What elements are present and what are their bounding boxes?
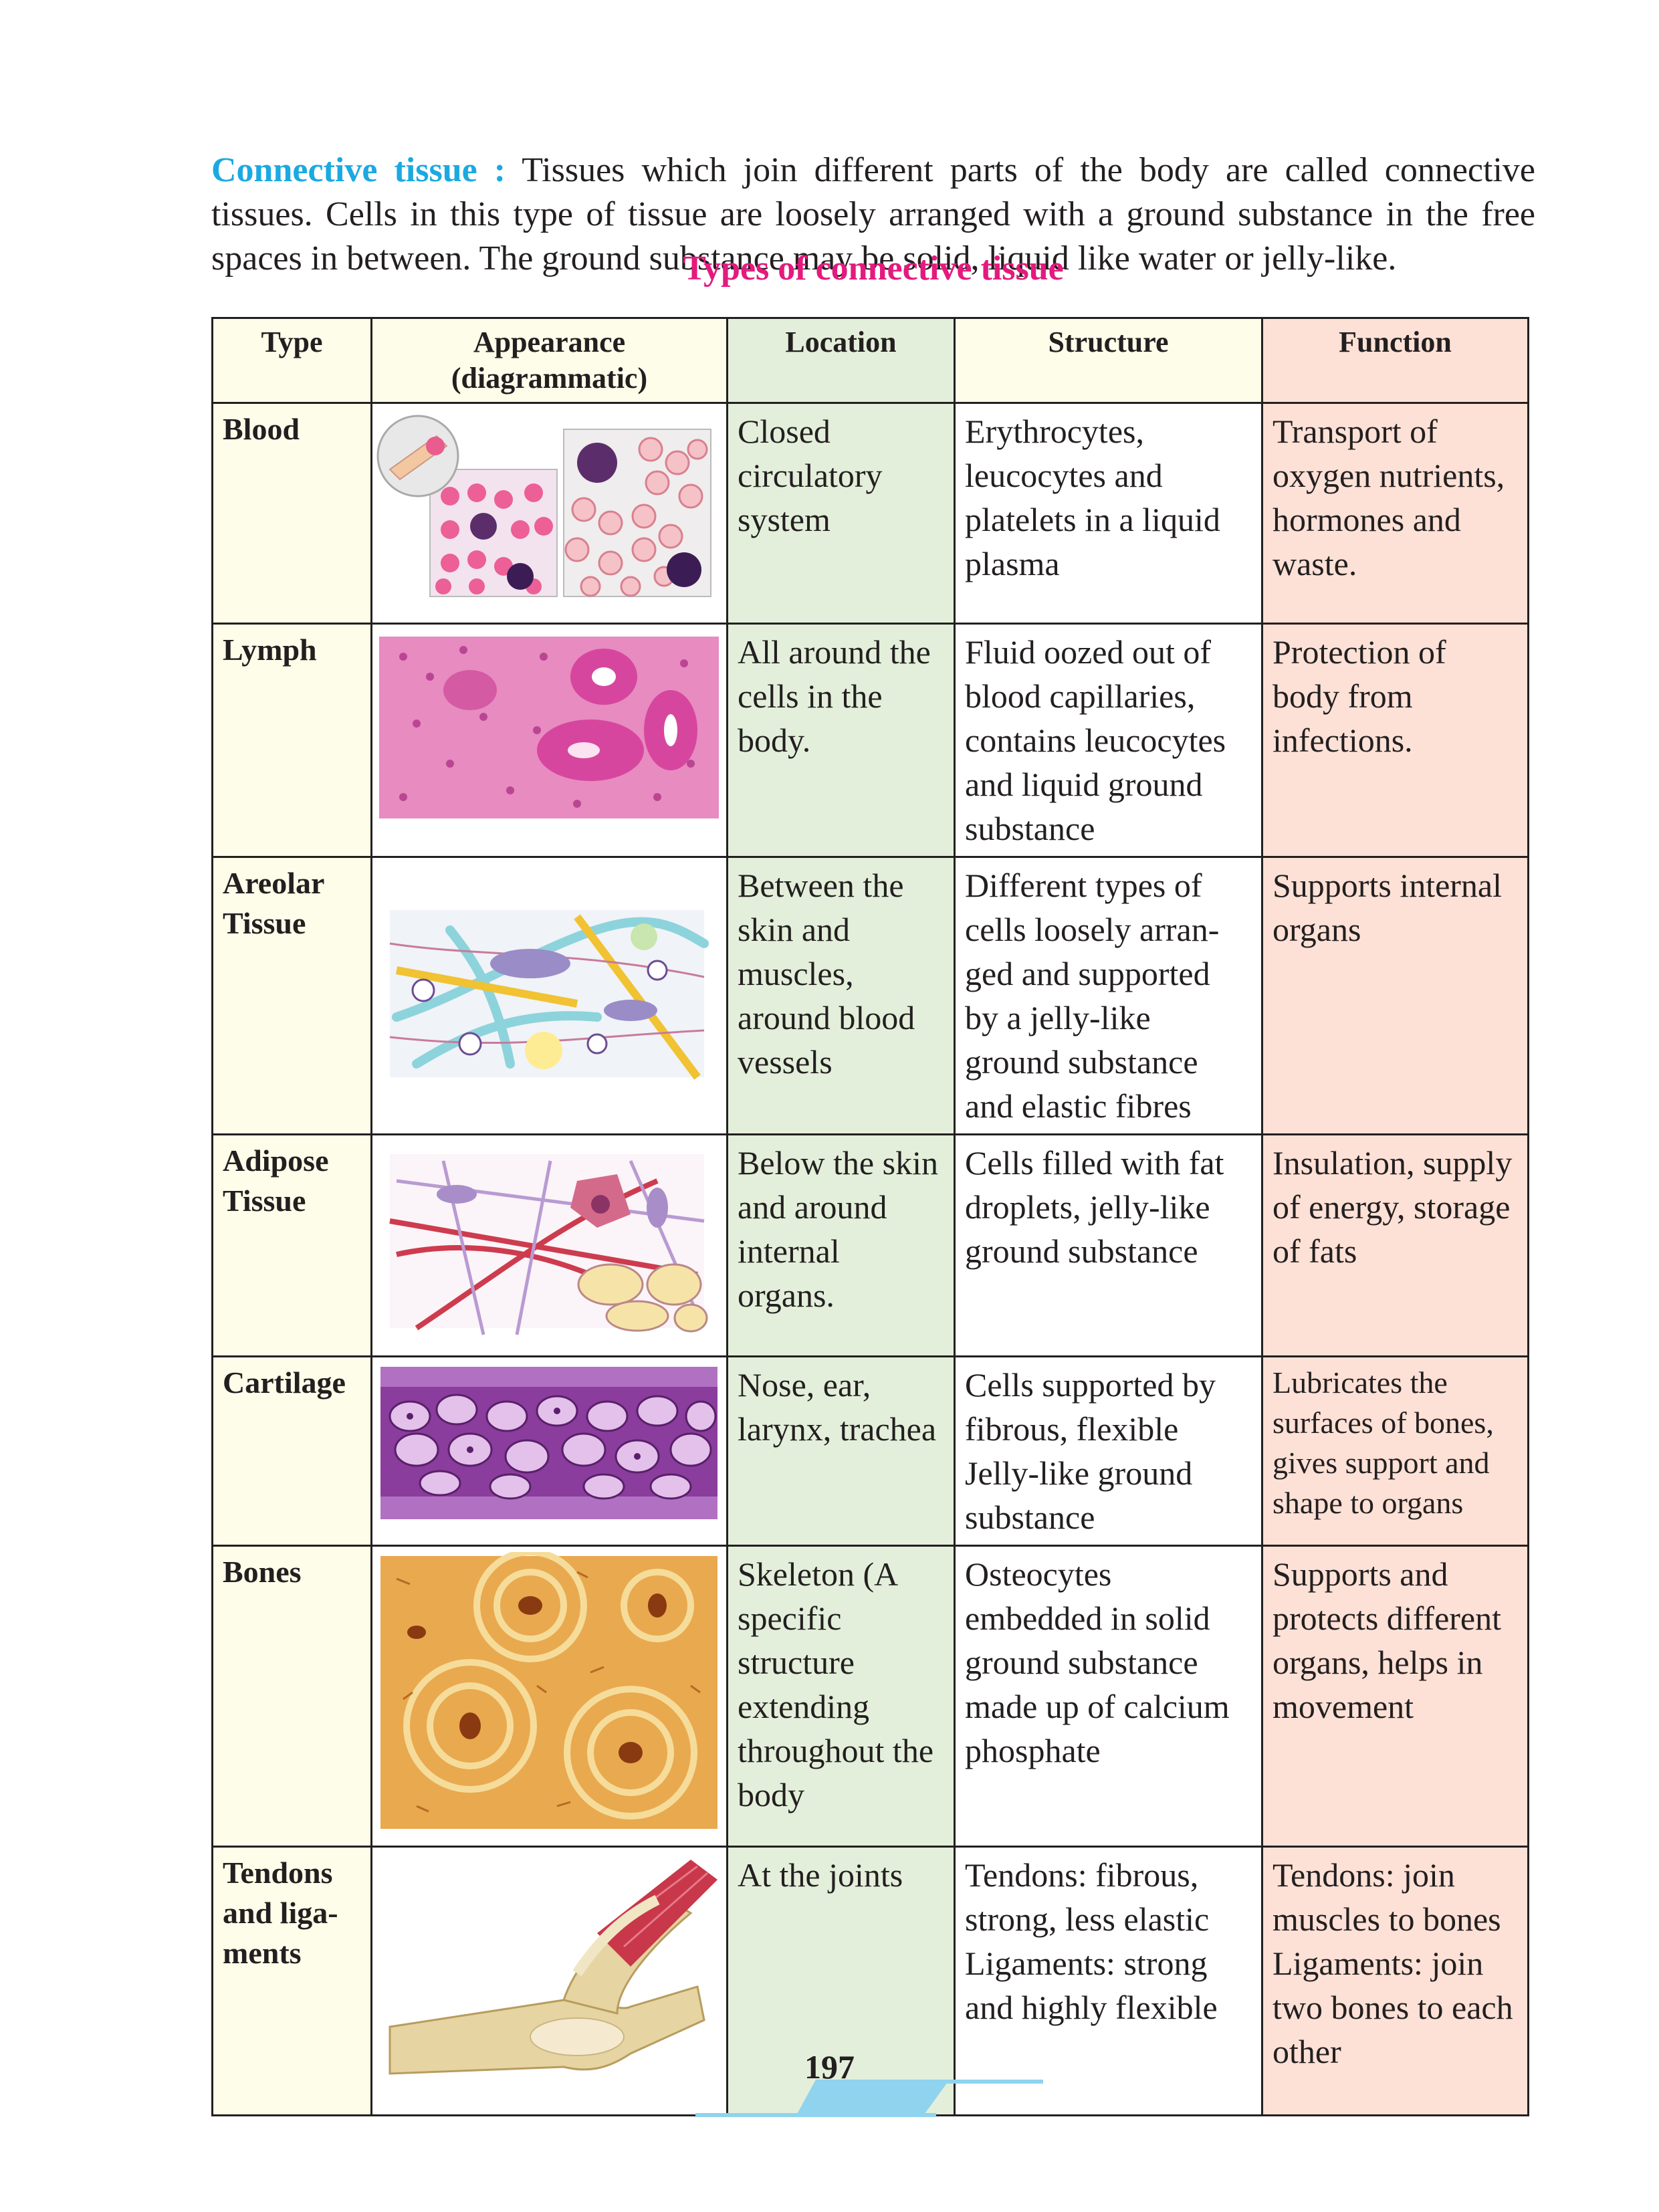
function-cell: Supports internal organs xyxy=(1261,856,1529,1135)
cartilage-illustration xyxy=(370,1355,728,1547)
page-number-banner xyxy=(695,2080,1043,2117)
table-row: Bones Skel xyxy=(211,1545,1529,1848)
tendon-ligament-illustration xyxy=(370,1846,728,2116)
lymph-illustration xyxy=(370,623,728,858)
structure-cell: Tendons: fibrous, strong, less elastic L… xyxy=(954,1846,1263,2116)
type-cell: Areolar Tissue xyxy=(211,856,372,1135)
location-cell: Between the skin and muscles, around blo… xyxy=(726,856,956,1135)
header-location: Location xyxy=(726,317,956,404)
structure-cell: Erythrocytes, leucocytes and platelets i… xyxy=(954,402,1263,625)
location-cell: Nose, ear, larynx, trachea xyxy=(726,1355,956,1547)
table-header-row: Type Appearance(diagrammatic) Location S… xyxy=(211,317,1529,404)
intro-paragraph: Connective tissue : Tissues which join d… xyxy=(211,148,1535,281)
areolar-illustration xyxy=(370,856,728,1135)
location-cell: At the joints xyxy=(726,1846,956,2116)
type-cell: Adipose Tissue xyxy=(211,1133,372,1357)
function-cell: Protection of body from infections. xyxy=(1261,623,1529,858)
function-cell: Lubricates the surfaces of bones, gives … xyxy=(1261,1355,1529,1547)
type-cell: Tendons and liga-ments xyxy=(211,1846,372,2116)
table-row: Cartilage Nose, ear, larynx, trachea Ce xyxy=(211,1355,1529,1547)
intro-term: Connective tissue : xyxy=(211,151,506,189)
structure-cell: Fluid oozed out of blood capillaries, co… xyxy=(954,623,1263,858)
table-caption: Types of connective tissue xyxy=(683,249,1064,288)
table-row: Lymph All around the cells in the body xyxy=(211,623,1529,858)
table-row: Blood xyxy=(211,402,1529,625)
intro-text: Tissues which join different parts of th… xyxy=(211,151,1535,278)
type-cell: Bones xyxy=(211,1545,372,1848)
blood-illustration xyxy=(370,402,728,625)
page-number: 197 xyxy=(804,2048,855,2086)
connective-tissue-table: Type Appearance(diagrammatic) Location S… xyxy=(211,317,1529,2116)
function-cell: Supports and protects different organs, … xyxy=(1261,1545,1529,1848)
location-cell: Skeleton (A specific structure extending… xyxy=(726,1545,956,1848)
structure-cell: Cells filled with fat droplets, jelly-li… xyxy=(954,1133,1263,1357)
function-cell: Tendons: join muscles to bones Ligaments… xyxy=(1261,1846,1529,2116)
type-cell: Lymph xyxy=(211,623,372,858)
table-row: Adipose Tissue xyxy=(211,1133,1529,1357)
structure-cell: Osteocytes embedded in solid ground subs… xyxy=(954,1545,1263,1848)
location-cell: Below the skin and around internal organ… xyxy=(726,1133,956,1357)
bone-illustration xyxy=(370,1545,728,1848)
adipose-illustration xyxy=(370,1133,728,1357)
type-cell: Blood xyxy=(211,402,372,625)
header-function: Function xyxy=(1261,317,1529,404)
structure-cell: Cells supported by fibrous, flexible Jel… xyxy=(954,1355,1263,1547)
location-cell: Closed circulatory system xyxy=(726,402,956,625)
table-row: Tendons and liga-ments At the joints Ten… xyxy=(211,1846,1529,2116)
location-cell: All around the cells in the body. xyxy=(726,623,956,858)
function-cell: Transport of oxygen nutrients, hormones … xyxy=(1261,402,1529,625)
table-row: Areolar Tissue xyxy=(211,856,1529,1135)
header-structure: Structure xyxy=(954,317,1263,404)
header-type: Type xyxy=(211,317,372,404)
header-appearance: Appearance(diagrammatic) xyxy=(370,317,728,404)
type-cell: Cartilage xyxy=(211,1355,372,1547)
structure-cell: Different types of cells loosely arran-g… xyxy=(954,856,1263,1135)
function-cell: Insulation, supply of energy, storage of… xyxy=(1261,1133,1529,1357)
